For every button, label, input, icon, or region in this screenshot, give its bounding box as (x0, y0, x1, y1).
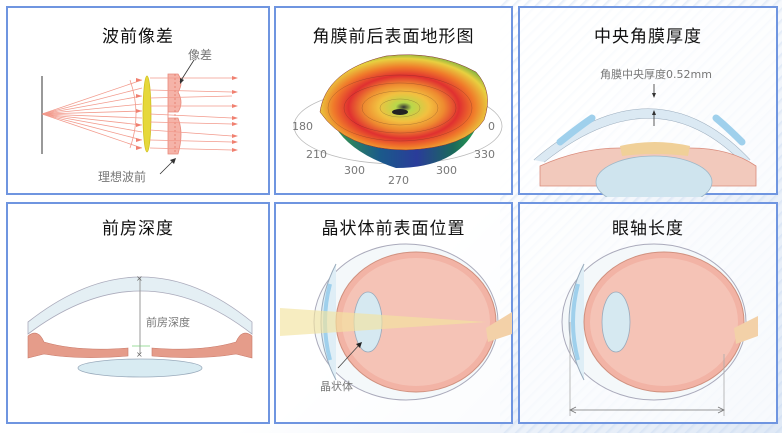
svg-text:×: × (136, 350, 143, 359)
panel-corneal-topography: 角膜前后表面地形图 (274, 6, 513, 195)
wavefront-diagram (41, 59, 238, 175)
svg-text:×: × (136, 274, 143, 283)
axis-tick-210: 210 (306, 148, 327, 161)
panel-central-corneal-thickness: 中央角膜厚度 角膜中央厚度0.52mm (518, 6, 778, 197)
panel-title: 晶状体前表面位置 (321, 219, 466, 239)
axis-tick-180: 180 (292, 120, 313, 133)
axis-tick-300-right: 300 (436, 164, 457, 177)
ideal-wavefront-label: 理想波前 (98, 170, 147, 184)
topography-3d-plot (293, 54, 503, 168)
thickness-label: 角膜中央厚度0.52mm (600, 68, 712, 81)
panel-anterior-chamber-depth: 前房深度 × × 前房深度 (6, 202, 270, 424)
panel-lens-anterior-position: 晶状体前表面位置 晶状体 (274, 202, 513, 424)
aberration-label: 像差 (188, 48, 213, 62)
panel-wavefront-aberration: 波前像差 (6, 6, 270, 195)
panel-title: 角膜前后表面地形图 (312, 27, 475, 47)
panel-title: 中央角膜厚度 (594, 27, 702, 47)
panel-title: 眼轴长度 (612, 219, 684, 239)
axis-tick-330: 330 (474, 148, 495, 161)
acd-label: 前房深度 (146, 316, 190, 329)
eye-axial-length-diagram (561, 243, 758, 416)
panel-title: 前房深度 (102, 219, 174, 239)
eye-lens-diagram (280, 243, 512, 401)
axis-tick-0: 0 (488, 120, 495, 133)
lens-label: 晶状体 (320, 380, 353, 393)
axis-tick-300-left: 300 (344, 164, 365, 177)
axis-tick-270: 270 (388, 174, 409, 187)
panel-axial-length: 眼轴长度 (518, 202, 778, 424)
panel-title: 波前像差 (102, 27, 174, 47)
cornea-cross-section (533, 84, 757, 197)
anterior-chamber-diagram: × × (27, 274, 253, 378)
